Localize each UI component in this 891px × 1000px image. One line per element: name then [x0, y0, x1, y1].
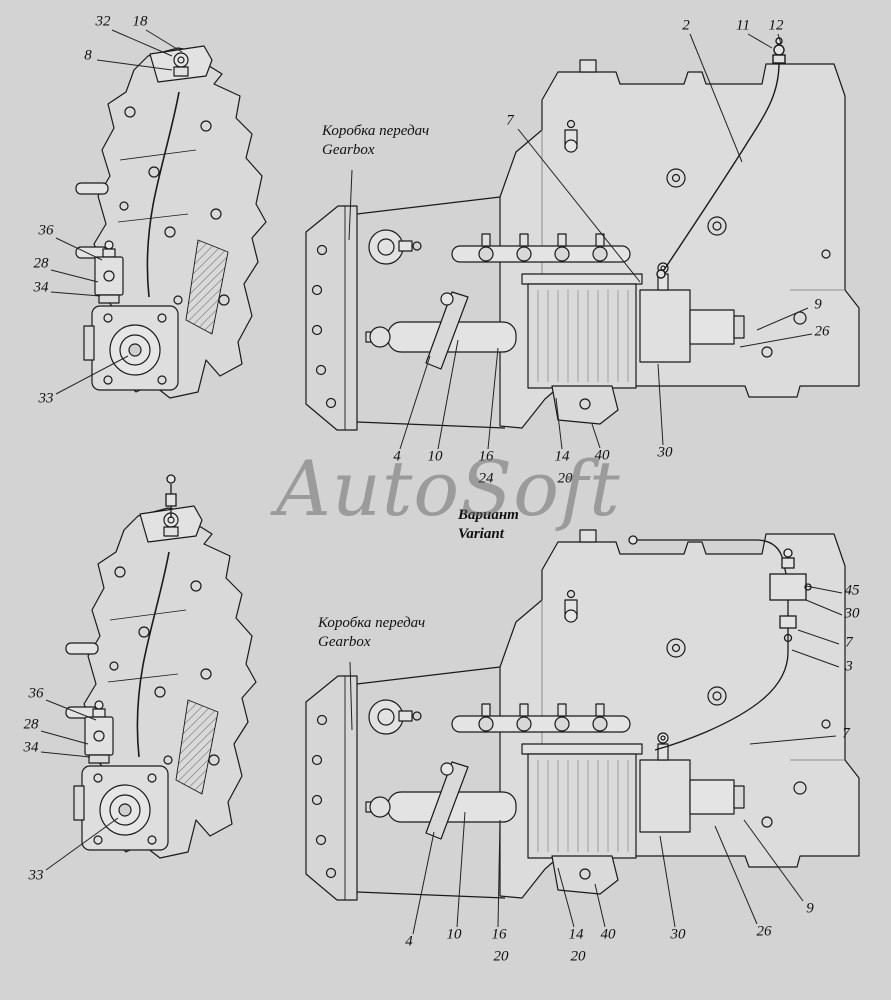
part-callout-20: 20 [493, 948, 509, 965]
part-callout-14: 14 [554, 448, 570, 465]
part-callout-10: 10 [427, 448, 443, 465]
part-callout-10: 10 [446, 926, 462, 943]
part-callout-16: 16 [478, 448, 494, 465]
part-callout-26: 26 [814, 323, 830, 340]
part-callout-4: 4 [405, 933, 413, 950]
figure-gearbox-assembly-top [305, 37, 860, 431]
part-callout-36: 36 [38, 222, 54, 239]
part-callout-14: 14 [568, 926, 584, 943]
part-callout-8: 8 [84, 47, 92, 64]
figure-pump-side-view-top [75, 45, 267, 399]
part-callout-16: 16 [491, 926, 507, 943]
part-callout-45: 45 [844, 582, 860, 599]
watermark-text: AutoSoft [276, 444, 621, 533]
part-callout-40: 40 [594, 447, 610, 464]
part-callout-36: 36 [28, 685, 44, 702]
part-callout-2: 2 [682, 17, 690, 34]
part-callout-7: 7 [842, 725, 850, 742]
part-callout-20: 20 [570, 948, 586, 965]
part-callout-30: 30 [657, 444, 673, 461]
part-callout-26: 26 [756, 923, 772, 940]
part-callout-28: 28 [33, 255, 49, 272]
part-callout-30: 30 [844, 605, 860, 622]
part-callout-32: 32 [95, 13, 111, 30]
part-callout-30: 30 [670, 926, 686, 943]
part-callout-9: 9 [806, 900, 814, 917]
figure-pump-side-view-bottom [65, 474, 257, 859]
figure-gearbox-assembly-bottom-variant [305, 529, 860, 901]
part-callout-9: 9 [814, 296, 822, 313]
part-callout-34: 34 [23, 739, 39, 756]
part-callout-7: 7 [845, 634, 853, 651]
part-callout-40: 40 [600, 926, 616, 943]
part-callout-28: 28 [23, 716, 39, 733]
part-callout-34: 34 [33, 279, 49, 296]
part-callout-4: 4 [393, 448, 401, 465]
part-callout-33: 33 [28, 867, 44, 884]
part-callout-3: 3 [845, 658, 853, 675]
part-callout-20: 20 [557, 470, 573, 487]
part-callout-11: 11 [736, 17, 750, 34]
part-callout-7: 7 [506, 112, 514, 129]
part-callout-33: 33 [38, 390, 54, 407]
part-callout-18: 18 [132, 13, 148, 30]
part-callout-12: 12 [768, 17, 784, 34]
part-callout-24: 24 [478, 470, 494, 487]
